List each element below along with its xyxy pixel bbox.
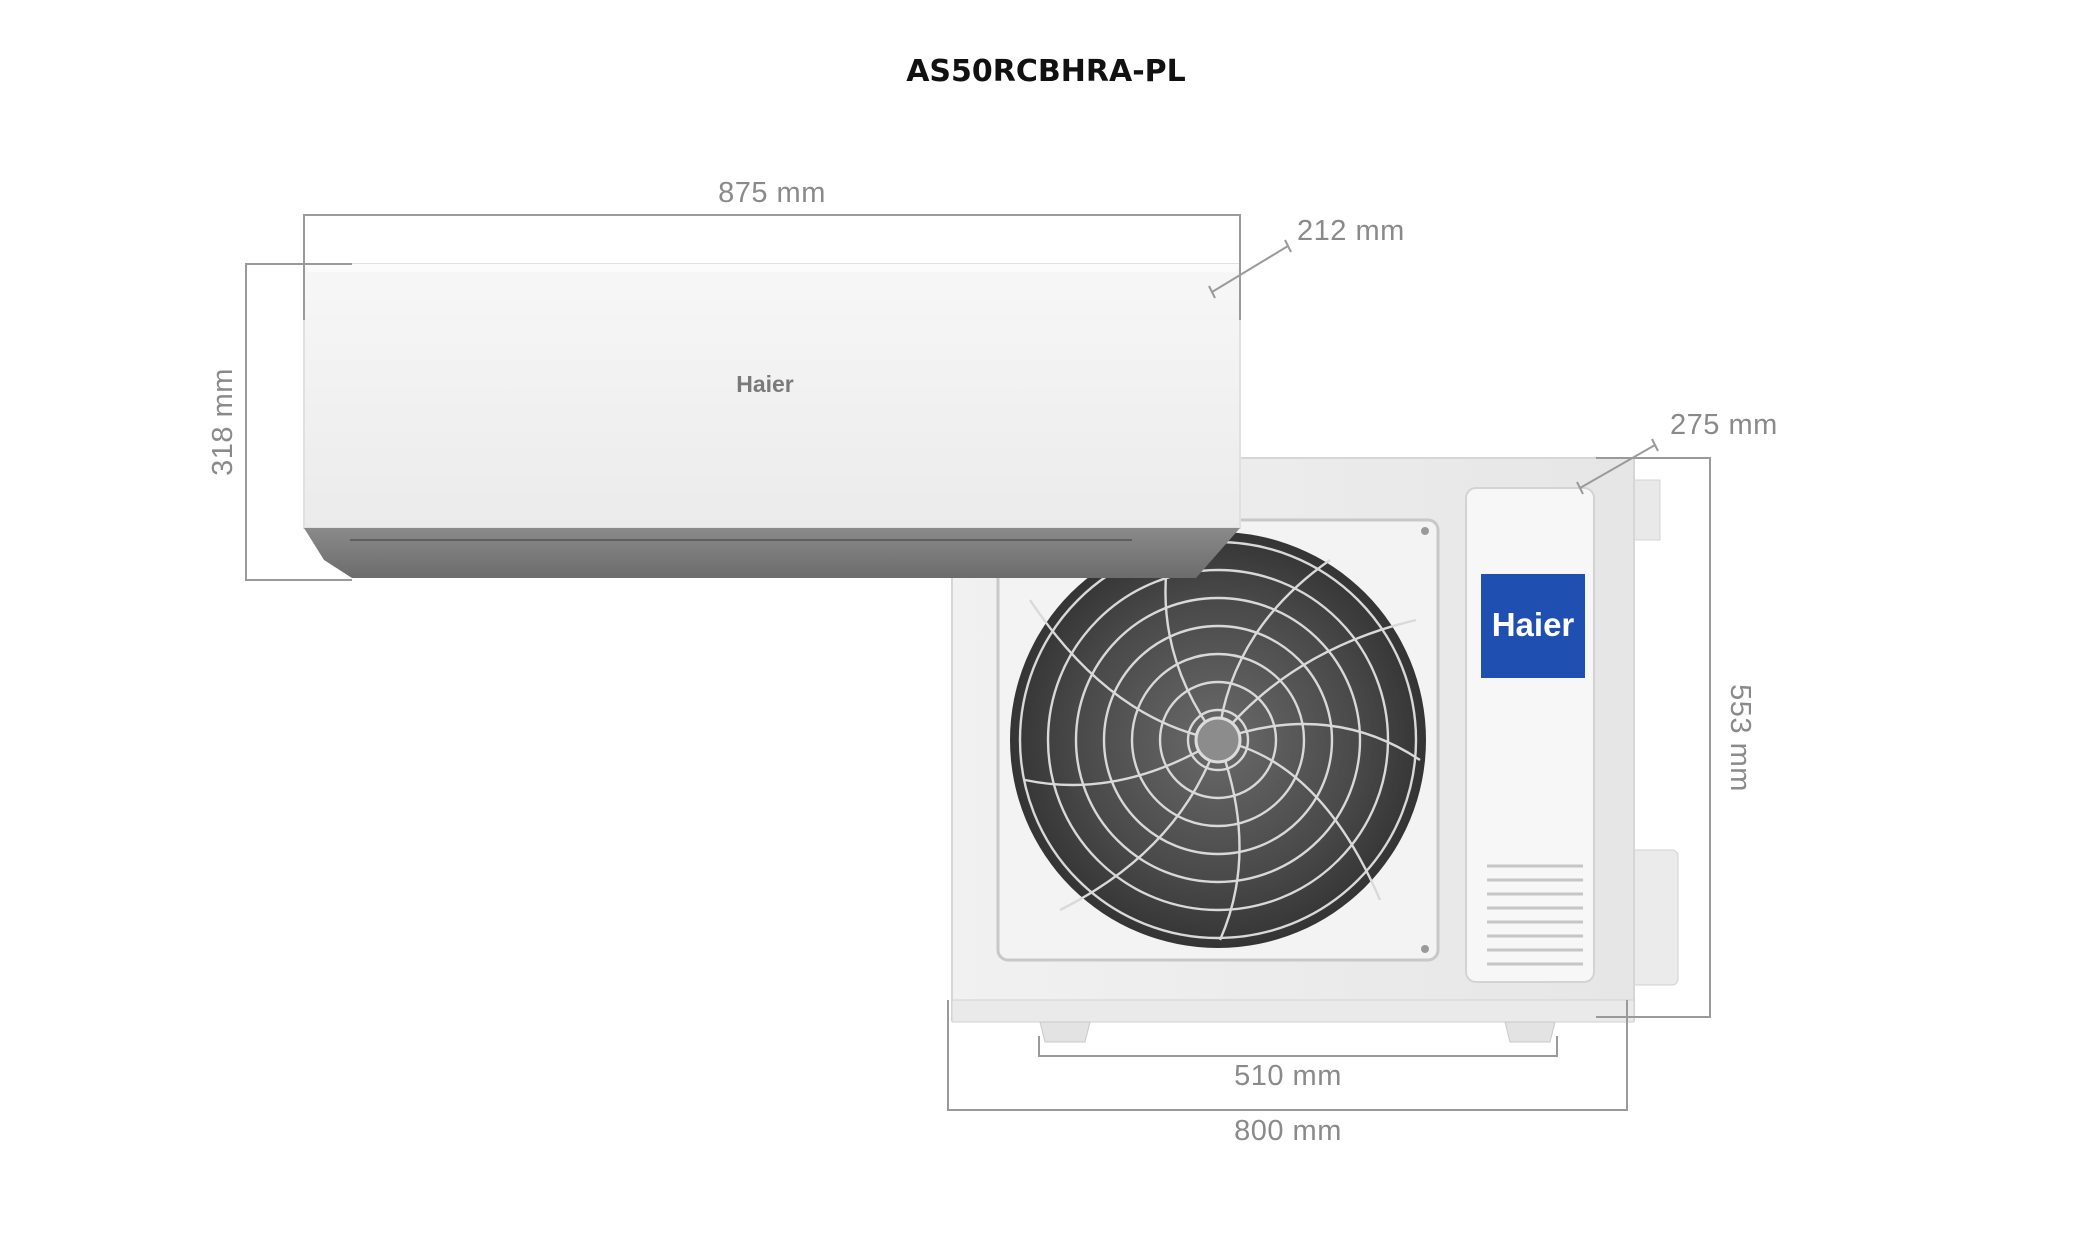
dimension-label-outdoor-width: 800 mm (1234, 1115, 1342, 1147)
indoor-louver (304, 528, 1240, 578)
fan-grille-bolt (1421, 527, 1429, 535)
brand-badge-logo: Haier (1492, 606, 1575, 643)
indoor-brand-logo: Haier (736, 371, 794, 397)
dimension-label-indoor-height: 318 mm (207, 368, 239, 476)
page-title: AS50RCBHRA-PL (906, 54, 1186, 89)
indoor-top-edge (304, 264, 1240, 272)
dimension-label-outdoor-height: 553 mm (1724, 684, 1756, 792)
dimension-label-outdoor-depth: 275 mm (1670, 409, 1778, 441)
outdoor-valve-cover (1629, 849, 1679, 986)
dimension-label-indoor-width: 875 mm (718, 177, 826, 209)
dimension-outdoor-width: 800 mm (947, 1000, 1628, 1147)
fan-hub (1194, 716, 1242, 764)
indoor-unit: Haier (303, 263, 1241, 578)
brand-badge (1481, 574, 1585, 678)
dimension-outdoor-height: 553 mm (1596, 457, 1756, 1018)
dimension-indoor-width: 875 mm (303, 177, 1241, 320)
dimension-label-foot-spacing: 510 mm (1234, 1060, 1342, 1092)
outdoor-foot-left (1039, 1021, 1091, 1043)
dimension-label-indoor-depth: 212 mm (1297, 215, 1405, 247)
outdoor-foot-right (1504, 1021, 1556, 1043)
outdoor-base (951, 999, 1635, 1023)
dimension-indoor-height: 318 mm (207, 263, 352, 581)
dimension-outdoor-depth: 275 mm (1576, 409, 1778, 495)
fan-grille-bolt (1421, 945, 1429, 953)
side-cover-vents (1487, 864, 1583, 966)
dimension-foot-spacing: 510 mm (1038, 1036, 1558, 1092)
outdoor-unit: Haier (951, 457, 1679, 1043)
dimension-indoor-depth: 212 mm (1208, 215, 1405, 299)
